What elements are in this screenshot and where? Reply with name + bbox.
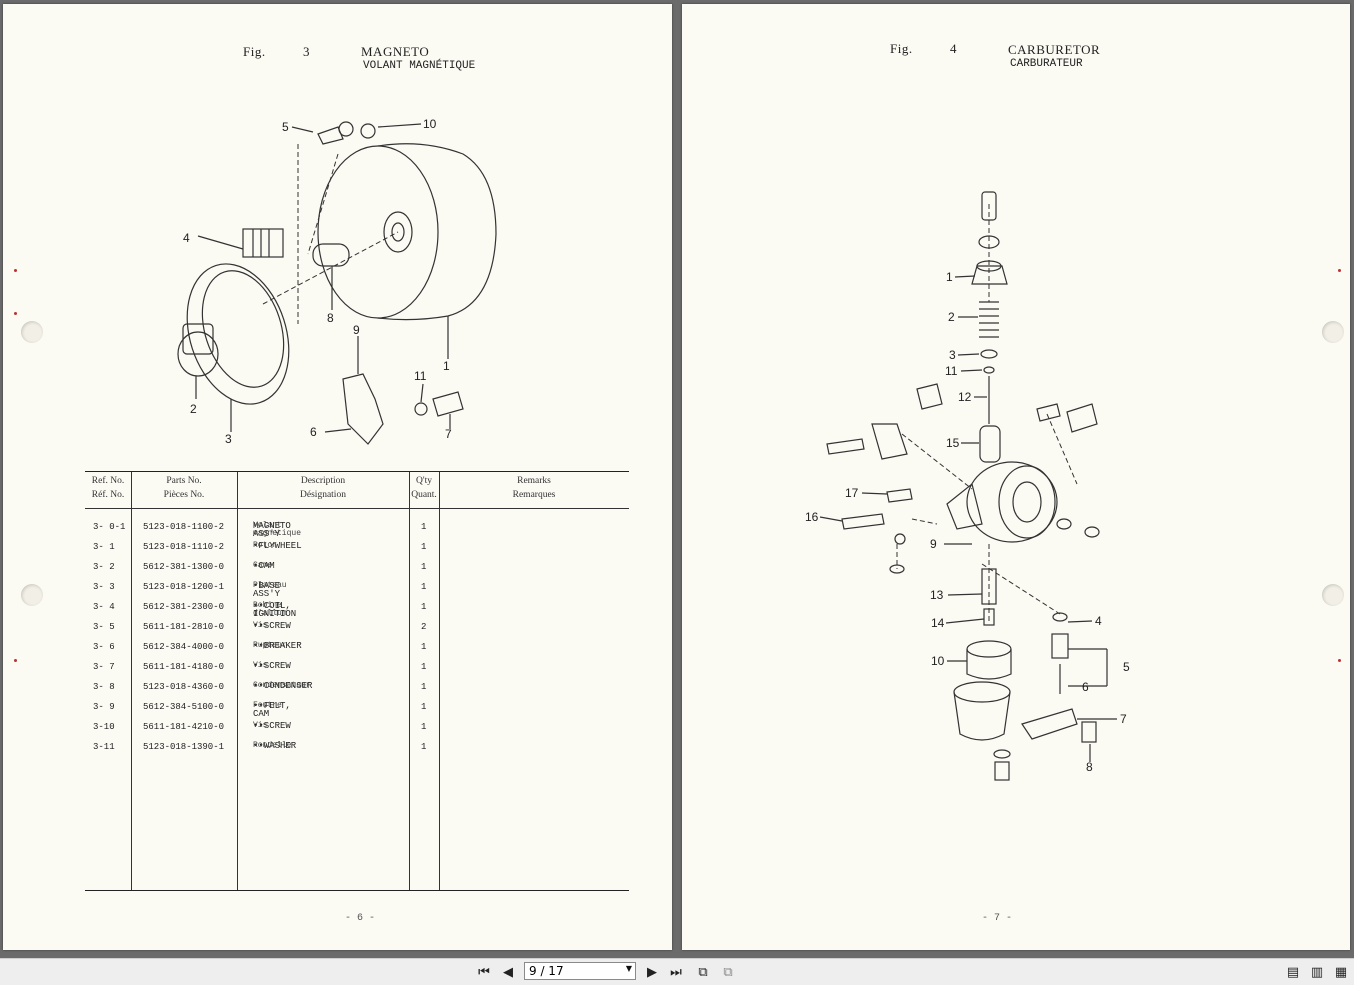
callout-10: 10 bbox=[931, 654, 945, 668]
last-page-icon: ⏭ bbox=[670, 964, 682, 980]
fit-page-button[interactable]: ⧉ bbox=[719, 963, 737, 981]
callout-4: 4 bbox=[183, 231, 190, 245]
page-input[interactable] bbox=[525, 963, 609, 979]
punch-hole bbox=[1322, 584, 1344, 606]
punch-hole bbox=[21, 321, 43, 343]
margin-mark bbox=[14, 312, 17, 315]
callout-5: 5 bbox=[1123, 660, 1130, 674]
callout-6: 6 bbox=[1082, 680, 1089, 694]
margin-mark bbox=[1338, 659, 1341, 662]
rotate-icon: ⧉ bbox=[698, 964, 708, 980]
continuous-view-button[interactable]: ▥ bbox=[1308, 963, 1326, 981]
callout-2: 2 bbox=[190, 402, 197, 416]
callout-7: 7 bbox=[445, 427, 452, 441]
margin-mark bbox=[14, 269, 17, 272]
prev-page-icon: ◀ bbox=[503, 964, 513, 980]
first-page-button[interactable]: ⏮ bbox=[475, 963, 493, 981]
page-7: Fig. 4 CARBURETOR CARBURATEUR bbox=[682, 4, 1350, 950]
next-page-icon: ▶ bbox=[647, 964, 657, 980]
fig-subtitle: CARBURATEUR bbox=[1010, 58, 1083, 70]
header-ref: Ref. No.Réf. No. bbox=[91, 476, 125, 500]
margin-mark bbox=[1338, 269, 1341, 272]
callout-11: 11 bbox=[945, 364, 958, 378]
page-number: - 6 - bbox=[345, 913, 376, 924]
callout-3: 3 bbox=[949, 348, 956, 362]
viewer-toolbar: ⏮ ◀ ▼ ▶ ⏭ ⧉ ⧉ ▤ ▥ ▦ bbox=[0, 958, 1354, 985]
fig-title: MAGNETO bbox=[361, 44, 430, 59]
callout-10: 10 bbox=[423, 117, 437, 131]
callout-13: 13 bbox=[930, 588, 944, 602]
diagram-callouts: 5 10 4 8 9 1 11 2 3 6 7 bbox=[183, 117, 452, 446]
continuous-page-icon: ▥ bbox=[1310, 964, 1324, 980]
rotate-button[interactable]: ⧉ bbox=[694, 963, 712, 981]
two-page-icon: ▦ bbox=[1334, 964, 1348, 980]
callout-14: 14 bbox=[931, 616, 945, 630]
callout-7: 7 bbox=[1120, 712, 1127, 726]
page-selector[interactable]: ▼ bbox=[524, 962, 636, 980]
callout-9: 9 bbox=[353, 323, 360, 337]
single-page-view-button[interactable]: ▤ bbox=[1284, 963, 1302, 981]
callout-12: 12 bbox=[958, 390, 972, 404]
callout-17: 17 bbox=[845, 486, 859, 500]
carburetor-exploded-diagram: 1 2 3 11 12 15 17 16 9 13 14 10 4 5 6 7 … bbox=[805, 191, 1130, 781]
two-page-view-button[interactable]: ▦ bbox=[1332, 963, 1350, 981]
page-6: Fig. 3 MAGNETO VOLANT MAGNÉTIQUE bbox=[3, 4, 672, 950]
callout-2: 2 bbox=[948, 310, 955, 324]
callout-3: 3 bbox=[225, 432, 232, 446]
fig-title: CARBURETOR bbox=[1008, 42, 1101, 57]
magneto-exploded-diagram: 5 10 4 8 9 1 11 2 3 6 7 bbox=[177, 117, 497, 446]
chevron-down-icon[interactable]: ▼ bbox=[625, 964, 632, 973]
diagram-callouts: 1 2 3 11 12 15 17 16 9 13 14 10 4 5 6 7 … bbox=[805, 270, 1130, 774]
callout-4: 4 bbox=[1095, 614, 1102, 628]
callout-8: 8 bbox=[1086, 760, 1093, 774]
callout-8: 8 bbox=[327, 311, 334, 325]
callout-9: 9 bbox=[930, 537, 937, 551]
prev-page-button[interactable]: ◀ bbox=[499, 963, 517, 981]
callout-6: 6 bbox=[310, 425, 317, 439]
callout-11: 11 bbox=[414, 369, 427, 383]
document-viewer: Fig. 3 MAGNETO VOLANT MAGNÉTIQUE bbox=[0, 0, 1354, 958]
fig-label: Fig. bbox=[890, 41, 913, 56]
callout-1: 1 bbox=[946, 270, 953, 284]
header-part-no: Parts No.Pièces No. bbox=[163, 476, 205, 500]
punch-hole bbox=[1322, 321, 1344, 343]
callout-1: 1 bbox=[443, 359, 450, 373]
fit-page-icon: ⧉ bbox=[723, 964, 733, 980]
fig-number: 4 bbox=[950, 41, 957, 56]
callout-16: 16 bbox=[805, 510, 819, 524]
last-page-button[interactable]: ⏭ bbox=[667, 963, 685, 981]
punch-hole bbox=[21, 584, 43, 606]
single-page-icon: ▤ bbox=[1286, 964, 1300, 980]
callout-15: 15 bbox=[946, 436, 960, 450]
margin-mark bbox=[14, 659, 17, 662]
first-page-icon: ⏮ bbox=[478, 964, 490, 980]
fig-subtitle: VOLANT MAGNÉTIQUE bbox=[363, 60, 476, 72]
parts-table: Ref. No.Réf. No. Parts No.Pièces No. Des… bbox=[85, 471, 629, 891]
page-number: - 7 - bbox=[982, 913, 1013, 924]
fig-label: Fig. bbox=[243, 44, 266, 59]
next-page-button[interactable]: ▶ bbox=[643, 963, 661, 981]
callout-5: 5 bbox=[282, 120, 289, 134]
fig-number: 3 bbox=[303, 44, 310, 59]
